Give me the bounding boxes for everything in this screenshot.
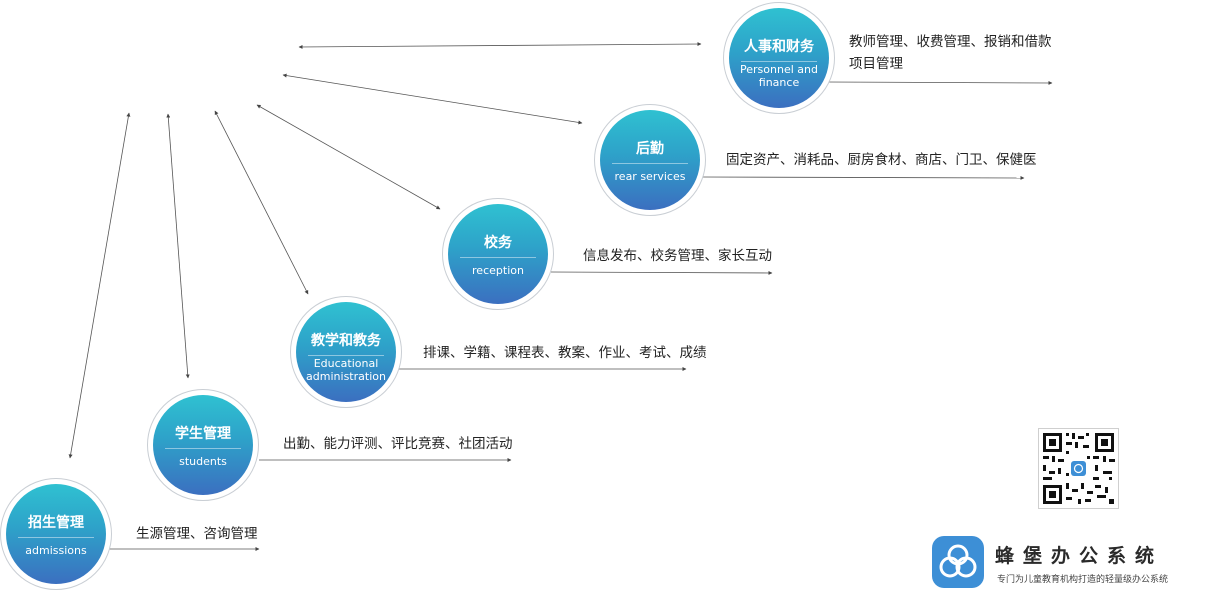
- qr-code-icon: [1043, 433, 1115, 504]
- brand-tagline: 专门为儿童教育机构打造的轻量级办公系统: [997, 575, 1169, 585]
- node-finance-circle: 人事和财务 Personnel and finance: [729, 8, 829, 108]
- node-education: 教学和教务 Educational administration: [290, 296, 402, 408]
- node-education-title: 教学和教务: [311, 333, 381, 349]
- desc-reception: 信息发布、校务管理、家长互动: [583, 245, 772, 267]
- node-rear-circle: 后勤 rear services: [600, 110, 700, 210]
- node-rear-title: 后勤: [636, 141, 664, 157]
- desc-students-line-1: 出勤、能力评测、评比竞赛、社团活动: [283, 436, 513, 452]
- node-reception: 校务 reception: [442, 198, 554, 310]
- underline-finance: [825, 80, 1053, 85]
- node-rear-subtitle: rear services: [614, 170, 686, 183]
- arrow-to-admissions: [68, 112, 131, 459]
- desc-finance-line-1: 教师管理、收费管理、报销和借款: [849, 34, 1052, 50]
- node-admissions-divider: [18, 537, 94, 538]
- node-students-title: 学生管理: [175, 426, 231, 442]
- node-reception-circle: 校务 reception: [448, 204, 548, 304]
- desc-finance-line-2: 项目管理: [849, 56, 903, 72]
- node-students-subtitle: students: [179, 455, 227, 468]
- node-admissions: 招生管理 admissions: [0, 478, 112, 590]
- node-reception-subtitle: reception: [472, 264, 524, 277]
- node-rear: 后勤 rear services: [594, 104, 706, 216]
- qr-code: [1038, 428, 1119, 509]
- desc-education: 排课、学籍、课程表、教案、作业、考试、成绩: [423, 342, 707, 364]
- node-admissions-subtitle: admissions: [25, 544, 87, 557]
- brand-logo-icon: [932, 536, 984, 588]
- node-admissions-title: 招生管理: [28, 515, 84, 531]
- desc-admissions-line-1: 生源管理、咨询管理: [136, 526, 258, 542]
- node-education-subtitle: Educational administration: [306, 357, 386, 383]
- arrow-to-education: [214, 110, 309, 295]
- desc-admissions: 生源管理、咨询管理: [136, 523, 258, 545]
- node-finance-subtitle: Personnel and finance: [740, 63, 818, 89]
- arrow-to-reception: [256, 104, 441, 210]
- node-students-circle: 学生管理 students: [153, 395, 253, 495]
- desc-students: 出勤、能力评测、评比竞赛、社团活动: [283, 433, 513, 455]
- node-reception-divider: [460, 257, 536, 258]
- arrow-to-students: [166, 113, 190, 379]
- desc-education-line-1: 排课、学籍、课程表、教案、作业、考试、成绩: [423, 345, 707, 361]
- node-reception-title: 校务: [484, 235, 512, 251]
- node-admissions-circle: 招生管理 admissions: [6, 484, 106, 584]
- node-education-divider: [308, 355, 384, 356]
- node-education-circle: 教学和教务 Educational administration: [296, 302, 396, 402]
- node-students-divider: [165, 448, 241, 449]
- arrow-to-rear: [282, 73, 583, 125]
- node-finance: 人事和财务 Personnel and finance: [723, 2, 835, 114]
- arrow-to-finance: [298, 42, 702, 49]
- node-students: 学生管理 students: [147, 389, 259, 501]
- underline-rear: [702, 175, 1025, 180]
- desc-reception-line-1: 信息发布、校务管理、家长互动: [583, 248, 772, 264]
- desc-rear: 固定资产、消耗品、厨房食材、商店、门卫、保健医: [726, 149, 1037, 171]
- desc-rear-line-1: 固定资产、消耗品、厨房食材、商店、门卫、保健医: [726, 152, 1037, 168]
- node-finance-divider: [741, 61, 817, 62]
- underline-reception: [550, 270, 773, 275]
- node-rear-divider: [612, 163, 688, 164]
- brand-name: 蜂堡办公系统: [995, 545, 1164, 567]
- node-finance-title: 人事和财务: [744, 39, 814, 55]
- brand-logo-rings-icon: [939, 544, 977, 578]
- desc-finance: 教师管理、收费管理、报销和借款 项目管理: [849, 31, 1052, 75]
